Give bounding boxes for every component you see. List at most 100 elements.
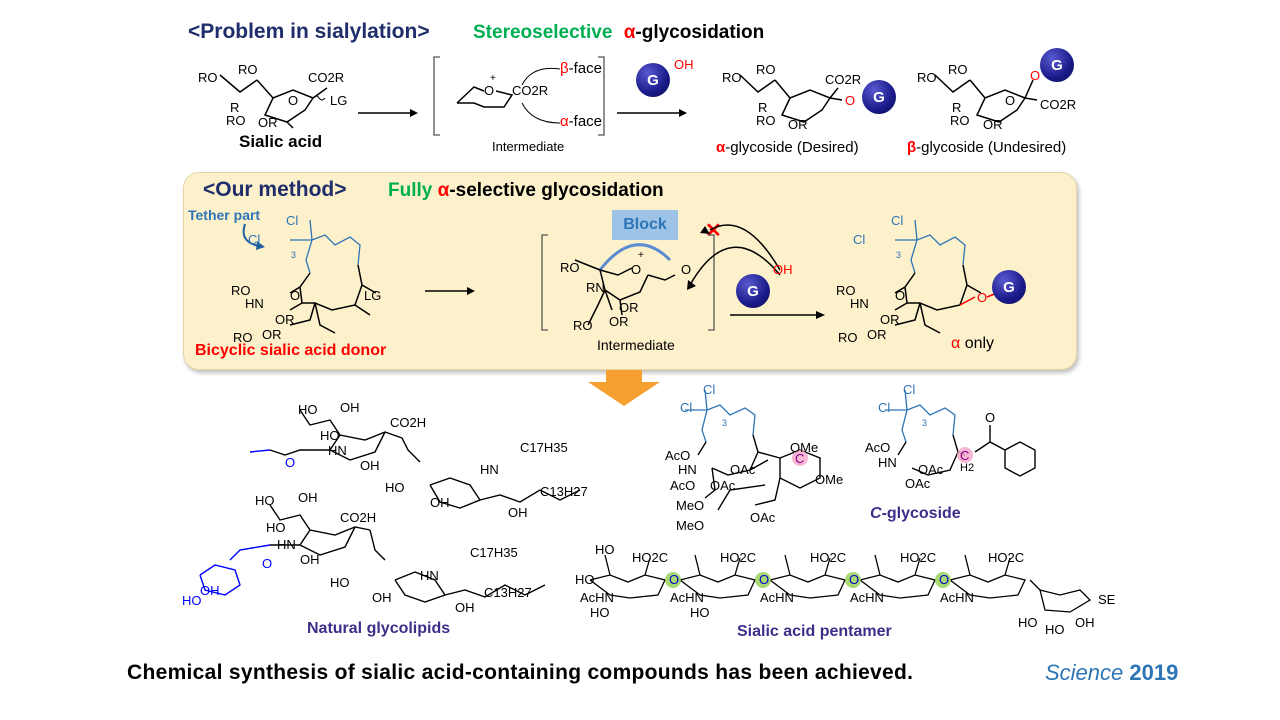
atom-label: HO [690, 605, 710, 620]
glycosyl-acceptor-ball: G [736, 274, 770, 308]
natural-glycolipids-label: Natural glycolipids [307, 620, 451, 637]
atom-label: MeO [676, 498, 705, 513]
atom-label: HN [678, 462, 697, 477]
beta-face-label: β-face [560, 60, 602, 77]
atom-label: OR [262, 327, 282, 342]
alpha-face-label: α-face [560, 113, 603, 130]
sialic-acid-structure [219, 74, 328, 129]
atom-label: RO [722, 70, 742, 85]
atom-label: HN [850, 296, 869, 311]
atom-label: O [681, 262, 692, 277]
atom-label: RO [198, 70, 218, 85]
atom-label: CO2H [390, 415, 427, 430]
atom-label: O [484, 83, 495, 98]
pentamer-label: Sialic acid pentamer [737, 623, 892, 640]
atom-label: HO [182, 593, 202, 608]
sialic-acid-label: Sialic acid [239, 132, 323, 151]
atom-label: OH [372, 590, 392, 605]
blocked-cross-icon: ✕ [705, 220, 722, 242]
method-subtitle: Fully α-selective glycosidation [388, 180, 664, 201]
alpha-glycoside-structure [739, 74, 843, 123]
atom-label: Cl [680, 400, 693, 415]
atom-label: Cl [891, 213, 904, 228]
conclusion-text: Chemical synthesis of sialic acid-contai… [127, 661, 914, 684]
atom-label: OH [300, 552, 320, 567]
atom-label: O [849, 572, 860, 587]
atom-label: HN [420, 568, 439, 583]
atom-label: CO2R [308, 70, 345, 85]
atom-label: 3 [896, 250, 902, 260]
atom-label: AcHN [670, 590, 704, 605]
atom-label: RO [950, 113, 970, 128]
pentamer-structure [589, 554, 1092, 613]
problem-title: <Problem in sialylation> [188, 20, 430, 43]
atom-label: RO [231, 283, 251, 298]
atom-label: RO [756, 113, 776, 128]
atom-label: OR [258, 115, 278, 130]
atom-label: HO [590, 605, 610, 620]
atom-label: OR [983, 117, 1003, 132]
subtitle-alpha: α [623, 22, 636, 43]
atom-label: OAc [918, 462, 944, 477]
reaction-arrow [425, 287, 475, 295]
atom-label: HO [266, 520, 286, 535]
atom-label: Cl [878, 400, 891, 415]
intermediate-label: Intermediate [492, 139, 565, 154]
atom-label: OMe [815, 472, 844, 487]
atom-label: O [977, 290, 988, 305]
alpha-glycoside-label: α-glycoside (Desired) [716, 139, 859, 156]
c-glycoside-structures [685, 389, 1036, 511]
atom-label: HO [320, 428, 340, 443]
beta-glycoside-label: β-glycoside (Undesired) [907, 139, 1067, 156]
atom-label: HN [480, 462, 499, 477]
atom-label: 3 [922, 418, 928, 428]
atom-label: C13H27 [484, 585, 532, 600]
block-label: Block [612, 210, 678, 240]
atom-label: AcHN [850, 590, 884, 605]
atom-label: OR [609, 314, 629, 329]
atom-label: 3 [291, 250, 297, 260]
atom-label: R [230, 100, 240, 115]
donor-label: Bicyclic sialic acid donor [195, 342, 387, 359]
atom-label: O [288, 93, 299, 108]
beta-glycoside-structure [934, 74, 1038, 123]
atom-label: C13H27 [540, 484, 588, 499]
atom-label: O [285, 455, 296, 470]
atom-label: AcO [670, 478, 696, 493]
atom-label: HO [575, 572, 595, 587]
atom-label: CO2R [512, 83, 549, 98]
bicyclic-donor-structure [289, 219, 377, 334]
atom-label: RN [586, 280, 605, 295]
atom-label: LG [364, 288, 382, 303]
atom-label: CO2R [1040, 97, 1077, 112]
glycolipid-structures [199, 409, 581, 603]
method-intermediate-label: Intermediate [597, 337, 675, 353]
tether-part-label: Tether part [188, 207, 261, 223]
atom-label: OR [880, 312, 900, 327]
alpha-product-structure [894, 219, 998, 334]
reaction-arrow [617, 109, 687, 117]
atom-label: RO [948, 62, 968, 77]
atom-label: HO [298, 402, 318, 417]
atom-label: O [985, 410, 996, 425]
intermediate-brackets [433, 56, 605, 136]
method-intermediate-structure [541, 224, 781, 331]
reaction-arrow [358, 109, 418, 117]
subtitle-glycosidation: -glycosidation [635, 22, 765, 43]
atom-label: O [895, 288, 906, 303]
atom-label: RO [838, 330, 858, 345]
atom-label: RO [573, 318, 593, 333]
atom-label: HN [245, 296, 264, 311]
atom-label: O [759, 572, 770, 587]
atom-label: RO [560, 260, 580, 275]
atom-label: O [845, 93, 856, 108]
glycoside-g-ball: G [1040, 48, 1074, 82]
glycoside-g-ball: G [992, 270, 1026, 304]
hydroxyl-label: OH [674, 57, 694, 72]
atom-label: HO [595, 542, 615, 557]
our-method-panel [183, 172, 1077, 370]
atom-label: O [939, 572, 950, 587]
atom-label: HN [328, 443, 347, 458]
reaction-arrow [730, 311, 825, 319]
atom-label: HO [330, 575, 350, 590]
